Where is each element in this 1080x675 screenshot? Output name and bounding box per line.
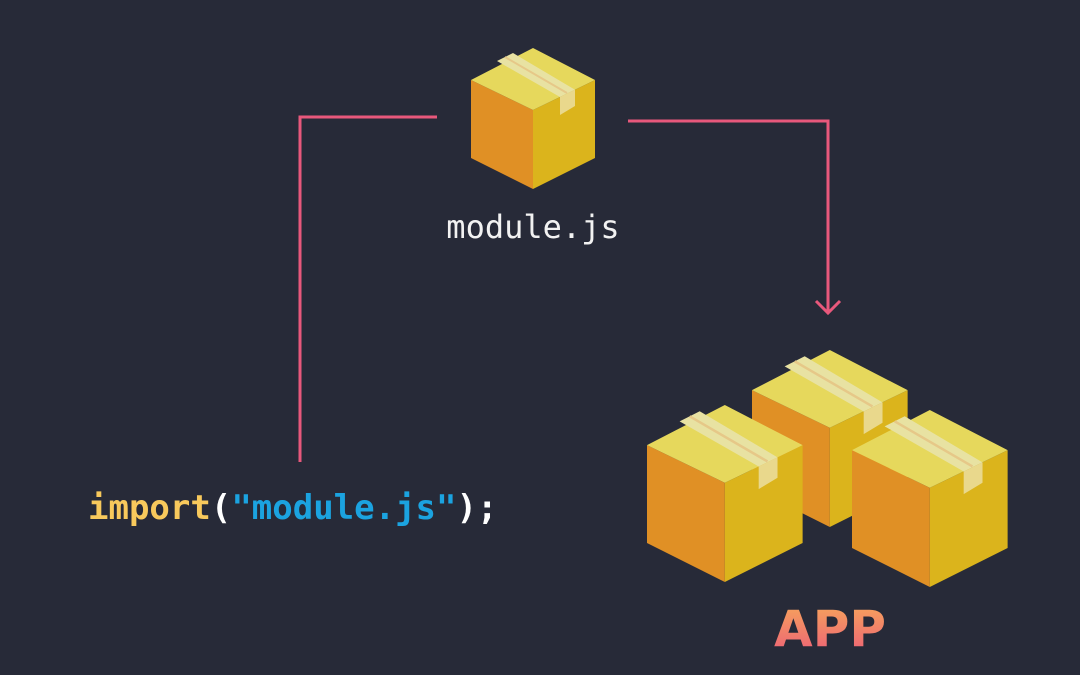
module-box-icon (470, 47, 596, 190)
code-close: ); (456, 488, 498, 528)
code-keyword: import (88, 488, 211, 528)
arrowhead-icon (814, 299, 842, 316)
module-label: module.js (446, 208, 620, 246)
import-code: import("module.js"); (88, 488, 497, 528)
import-connector-line (298, 115, 437, 462)
code-string: "module.js" (231, 488, 457, 528)
load-arrow-line (628, 119, 830, 312)
app-label: APP (740, 600, 920, 658)
code-open-paren: ( (210, 488, 232, 528)
